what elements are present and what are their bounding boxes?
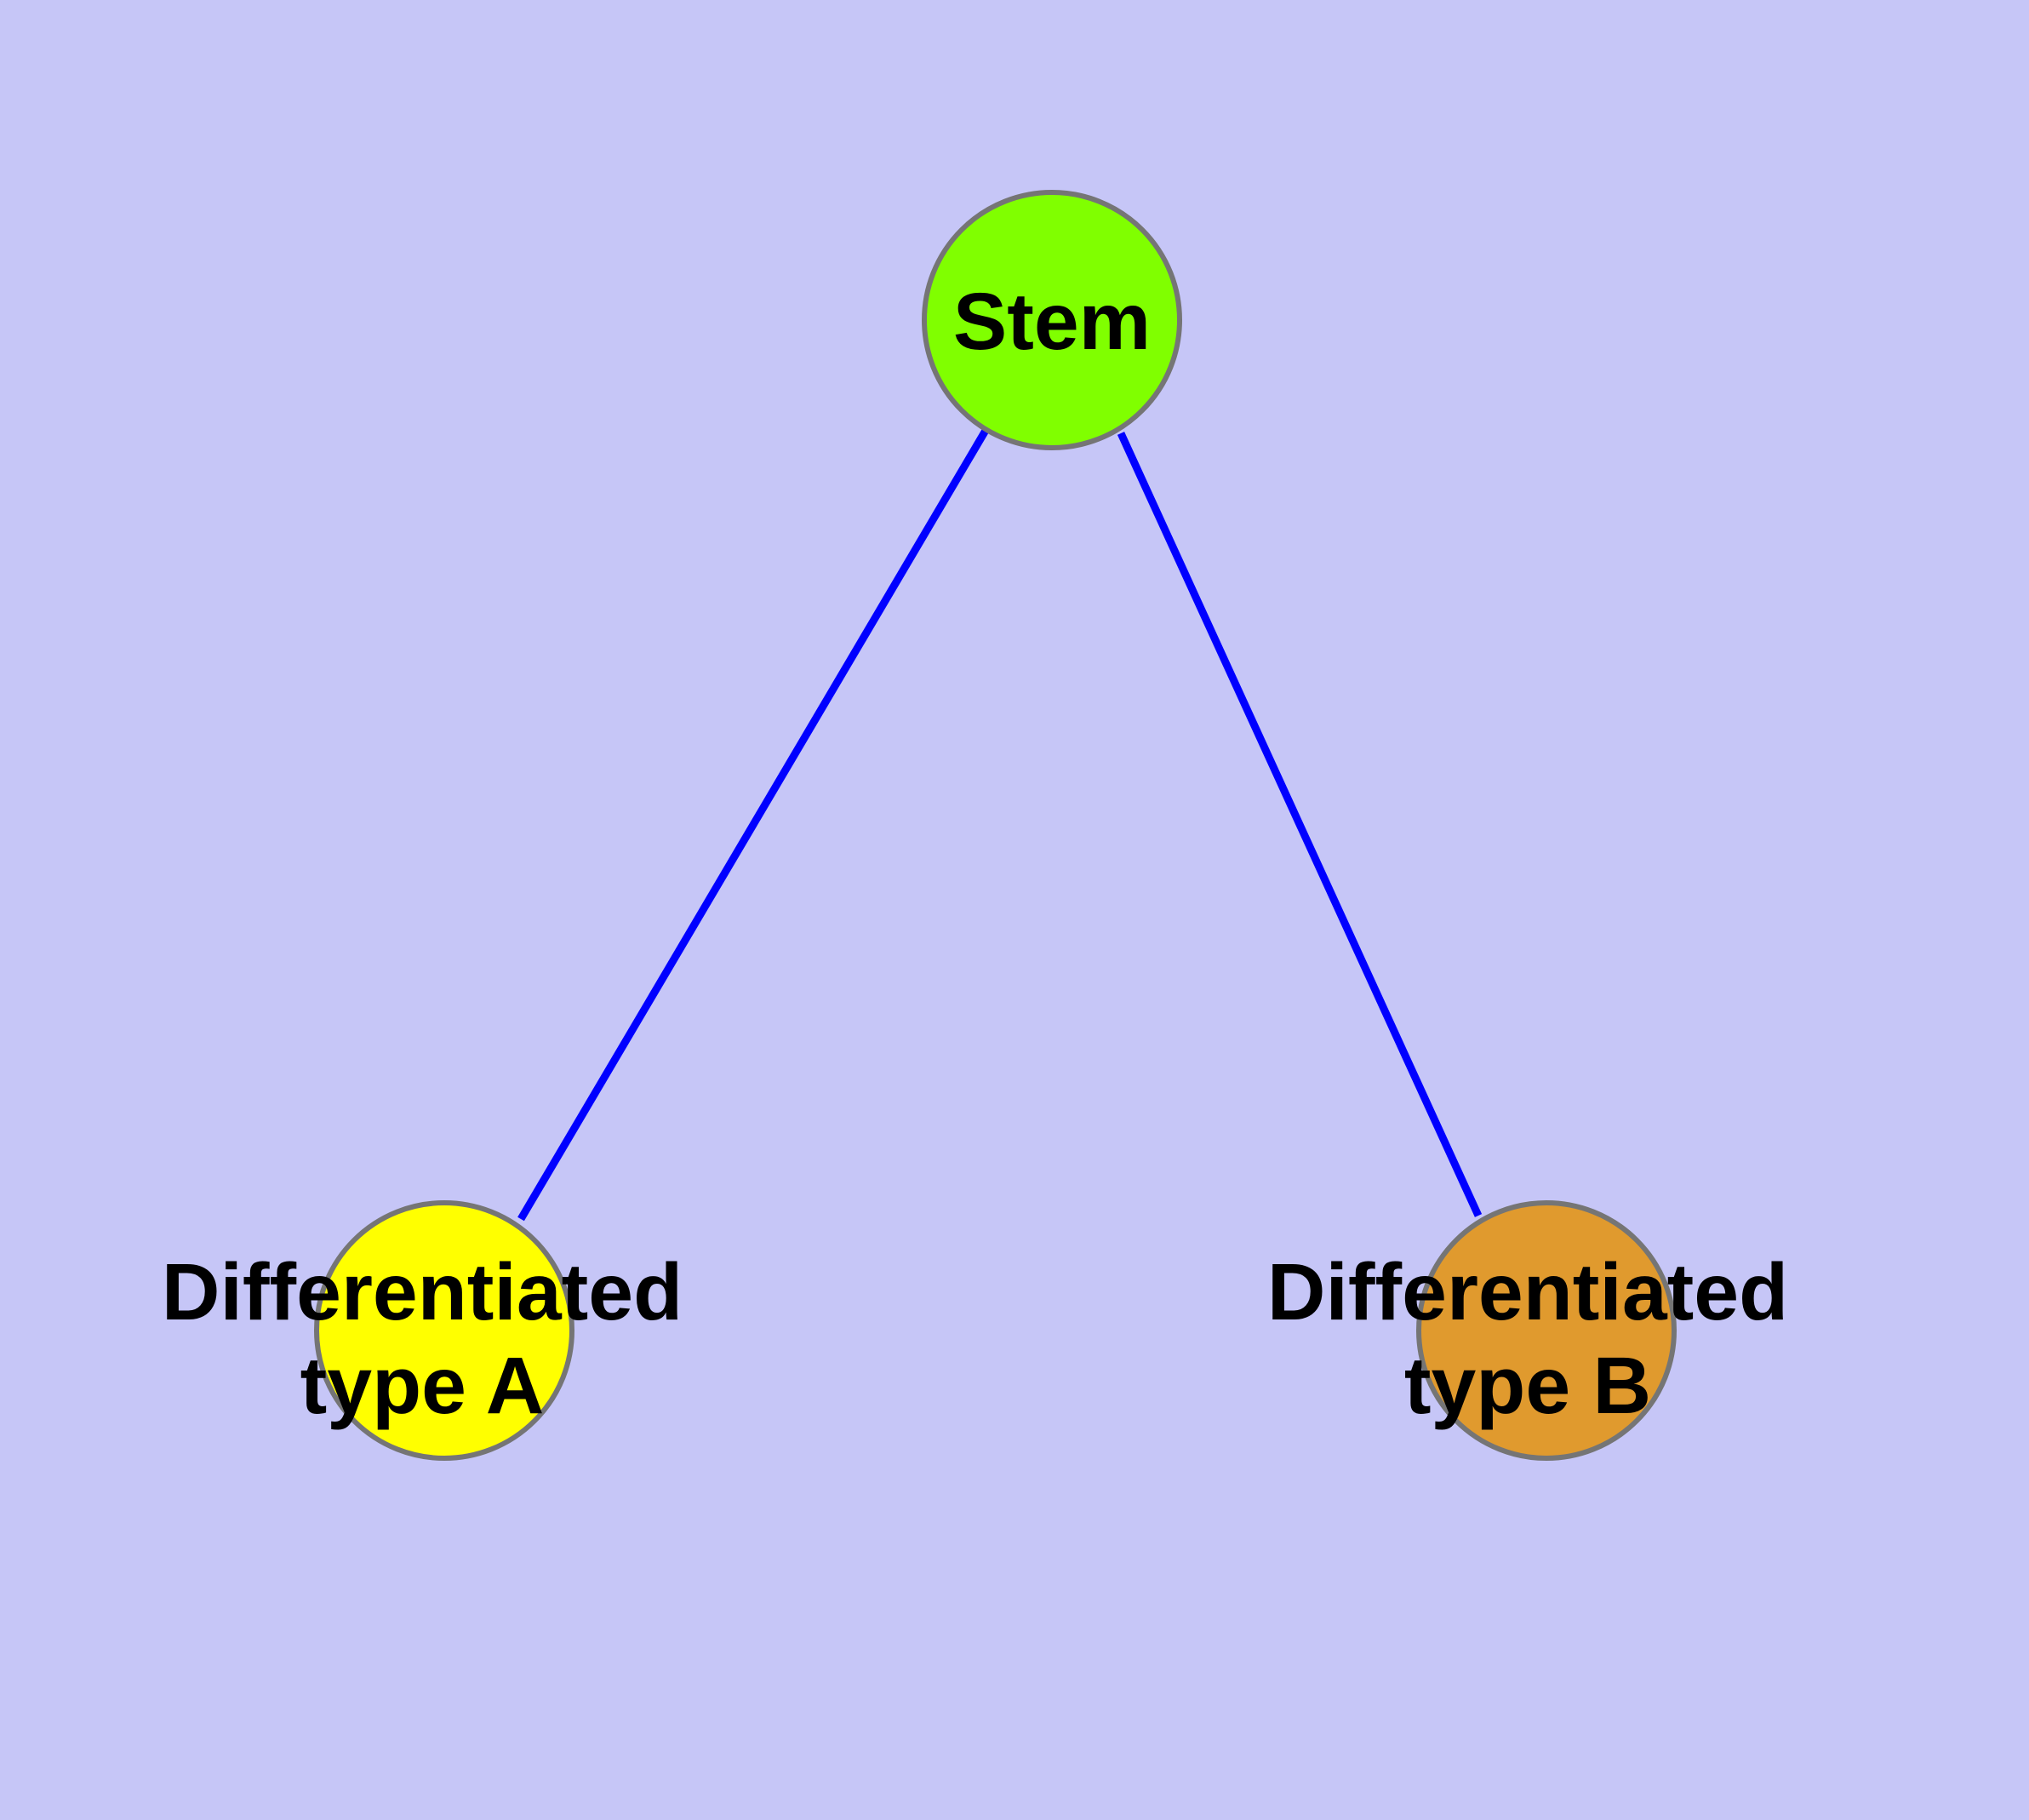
node-label-line: Differentiated [162,1247,683,1337]
node-label-line: type A [300,1341,545,1431]
node-label-stem: Stem [953,277,1151,367]
graph-node-diff-b[interactable] [1416,1200,1677,1461]
edges-layer [517,426,1483,1222]
node-label-line: type B [1404,1341,1651,1431]
node-label-line: Differentiated [1267,1247,1788,1337]
graph-edge-stem-to-diff-b[interactable] [1117,432,1483,1217]
graph-edge-stem-to-diff-a[interactable] [517,426,990,1222]
node-circle-diff-b[interactable] [1416,1200,1677,1461]
node-circle-diff-a[interactable] [314,1200,574,1461]
node-circle-stem[interactable] [922,190,1182,450]
graph-node-diff-a[interactable] [314,1200,574,1461]
graph-node-stem[interactable] [922,190,1182,450]
node-label-line: Stem [953,277,1151,367]
